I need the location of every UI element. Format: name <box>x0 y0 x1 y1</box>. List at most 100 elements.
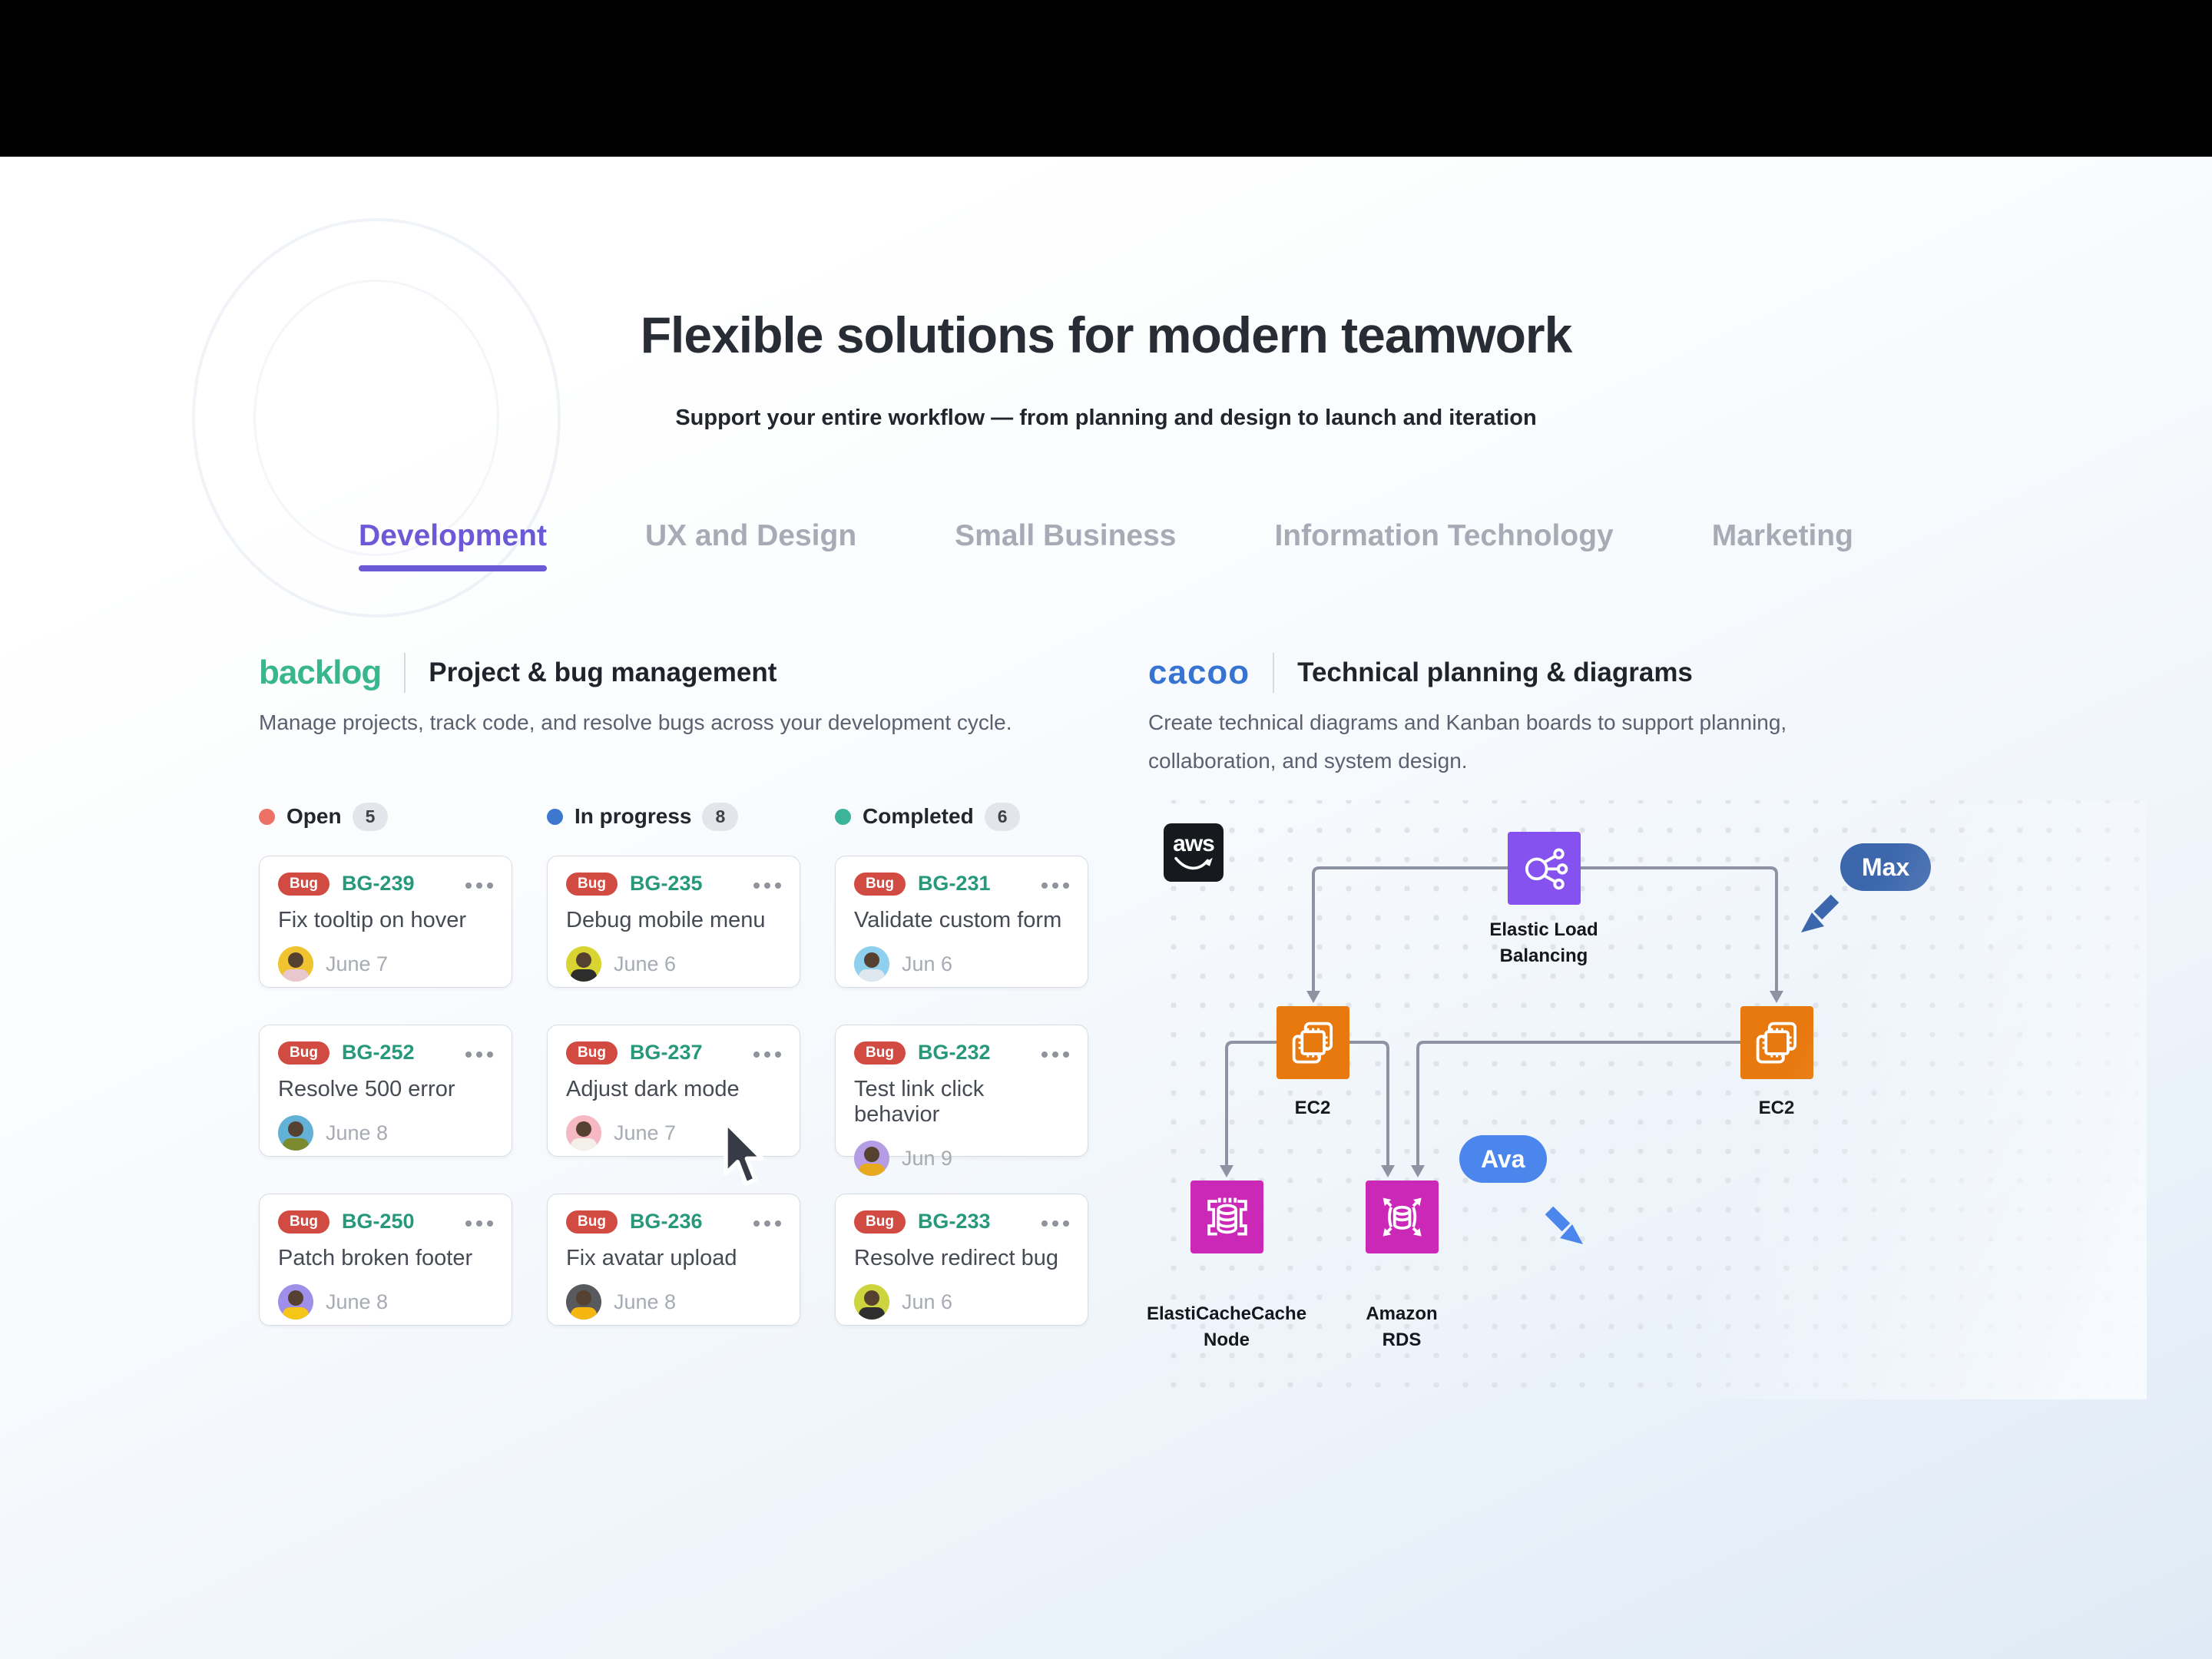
page-title: Flexible solutions for modern teamwork <box>640 306 1573 363</box>
card-menu-button[interactable] <box>465 879 493 889</box>
tab-label: Development <box>359 519 547 552</box>
card-menu-button[interactable] <box>753 879 781 889</box>
tab-label: UX and Design <box>644 519 857 552</box>
issue-card[interactable]: Bug BG-236 Fix avatar upload June 8 <box>547 1194 800 1326</box>
bug-tag: Bug <box>566 1210 618 1233</box>
top-black-bar <box>0 0 2212 157</box>
assignee-avatar <box>854 946 889 982</box>
issue-title: Debug mobile menu <box>566 908 766 932</box>
due-date: June 8 <box>614 1290 677 1313</box>
column-count-badge: 8 <box>702 802 739 831</box>
column-name: Open <box>286 804 342 828</box>
kanban-board: Open 5 Bug BG-239 Fix tooltip on hover J… <box>259 799 1092 1363</box>
status-dot <box>835 808 851 825</box>
category-tabs: Development UX and Design Small Business… <box>0 519 2212 571</box>
column-count-badge: 5 <box>352 802 389 831</box>
issue-title: Patch broken footer <box>278 1246 473 1270</box>
issue-id: BG-233 <box>917 1210 991 1233</box>
card-menu-button[interactable] <box>753 1048 781 1058</box>
issue-id: BG-252 <box>341 1041 415 1064</box>
assignee-avatar <box>566 1284 601 1320</box>
background-ring-decoration <box>192 218 561 618</box>
due-date: June 8 <box>326 1121 389 1144</box>
issue-id: BG-231 <box>917 872 991 895</box>
column-count-badge: 6 <box>984 802 1021 831</box>
issue-card[interactable]: Bug BG-233 Resolve redirect bug Jun 6 <box>835 1194 1088 1326</box>
column-header: In progress 8 <box>547 799 800 834</box>
bug-tag: Bug <box>854 872 906 896</box>
issue-title: Adjust dark mode <box>566 1077 740 1101</box>
bug-tag: Bug <box>854 1041 906 1065</box>
tab-small-business[interactable]: Small Business <box>955 519 1176 571</box>
kanban-column: Open 5 Bug BG-239 Fix tooltip on hover J… <box>259 799 512 1363</box>
status-dot <box>259 808 275 825</box>
card-menu-button[interactable] <box>753 1217 781 1227</box>
backlog-section-heading: Project & bug management <box>429 657 777 687</box>
card-menu-button[interactable] <box>1041 1217 1069 1227</box>
tab-ux-and-design[interactable]: UX and Design <box>645 519 856 571</box>
cursor-pointer <box>724 1120 764 1186</box>
issue-card[interactable]: Bug BG-250 Patch broken footer June 8 <box>259 1194 512 1326</box>
due-date: Jun 6 <box>902 952 953 975</box>
active-tab-underline <box>359 565 547 571</box>
issue-card[interactable]: Bug BG-239 Fix tooltip on hover June 7 <box>259 856 512 988</box>
issue-title: Fix avatar upload <box>566 1246 737 1270</box>
due-date: June 6 <box>614 952 677 975</box>
bug-tag: Bug <box>278 872 329 896</box>
issue-title: Test link click behavior <box>854 1077 985 1127</box>
bug-tag: Bug <box>566 872 618 896</box>
tab-development[interactable]: Development <box>359 519 547 571</box>
card-menu-button[interactable] <box>465 1217 493 1227</box>
bug-tag: Bug <box>566 1041 618 1065</box>
cacoo-diagram-canvas: aws Elastic Load Balancing <box>1147 800 2147 1399</box>
column-header: Open 5 <box>259 799 512 834</box>
tab-information-technology[interactable]: Information Technology <box>1274 519 1613 571</box>
divider <box>404 653 406 693</box>
issue-id: BG-236 <box>629 1210 703 1233</box>
issue-id: BG-232 <box>917 1041 991 1064</box>
assignee-avatar <box>566 1115 601 1151</box>
tab-marketing[interactable]: Marketing <box>1712 519 1853 571</box>
assignee-avatar <box>854 1141 889 1176</box>
bug-tag: Bug <box>278 1041 329 1065</box>
backlog-section-description: Manage projects, track code, and resolve… <box>259 710 1012 734</box>
issue-title: Resolve redirect bug <box>854 1246 1058 1270</box>
issue-card[interactable]: Bug BG-231 Validate custom form Jun 6 <box>835 856 1088 988</box>
issue-title: Validate custom form <box>854 908 1062 932</box>
column-header: Completed 6 <box>835 799 1088 834</box>
dot-grid-fade <box>1148 800 2147 1399</box>
issue-card[interactable]: Bug BG-235 Debug mobile menu June 6 <box>547 856 800 988</box>
assignee-avatar <box>566 946 601 982</box>
tab-label: Marketing <box>1711 519 1853 552</box>
card-menu-button[interactable] <box>465 1048 493 1058</box>
background-ring-decoration <box>253 280 499 556</box>
kanban-column: Completed 6 Bug BG-231 Validate custom f… <box>835 799 1088 1363</box>
bug-tag: Bug <box>854 1210 906 1233</box>
issue-card[interactable]: Bug BG-252 Resolve 500 error June 8 <box>259 1025 512 1157</box>
cacoo-section-description: Create technical diagrams and Kanban boa… <box>1148 710 1787 773</box>
tab-label: Small Business <box>955 519 1177 552</box>
column-name: In progress <box>575 804 692 828</box>
kanban-column: In progress 8 Bug BG-235 Debug mobile me… <box>547 799 800 1363</box>
backlog-logo: backlog <box>259 654 382 691</box>
due-date: June 7 <box>614 1121 677 1144</box>
column-name: Completed <box>863 804 974 828</box>
assignee-avatar <box>278 1115 313 1151</box>
issue-card[interactable]: Bug BG-237 Adjust dark mode June 7 <box>547 1025 800 1157</box>
divider <box>1273 653 1275 693</box>
bug-tag: Bug <box>278 1210 329 1233</box>
issue-id: BG-237 <box>629 1041 703 1064</box>
cacoo-logo: cacoo <box>1148 654 1250 691</box>
card-menu-button[interactable] <box>1041 879 1069 889</box>
card-menu-button[interactable] <box>1041 1048 1069 1058</box>
page-subtitle: Support your entire workflow — from plan… <box>675 406 1537 430</box>
due-date: Jun 9 <box>902 1146 953 1170</box>
cacoo-section-heading: Technical planning & diagrams <box>1297 657 1693 687</box>
issue-id: BG-239 <box>341 872 415 895</box>
due-date: Jun 6 <box>902 1290 953 1313</box>
assignee-avatar <box>278 1284 313 1320</box>
issue-id: BG-250 <box>341 1210 415 1233</box>
issue-card[interactable]: Bug BG-232 Test link click behavior Jun … <box>835 1025 1088 1176</box>
assignee-avatar <box>278 946 313 982</box>
